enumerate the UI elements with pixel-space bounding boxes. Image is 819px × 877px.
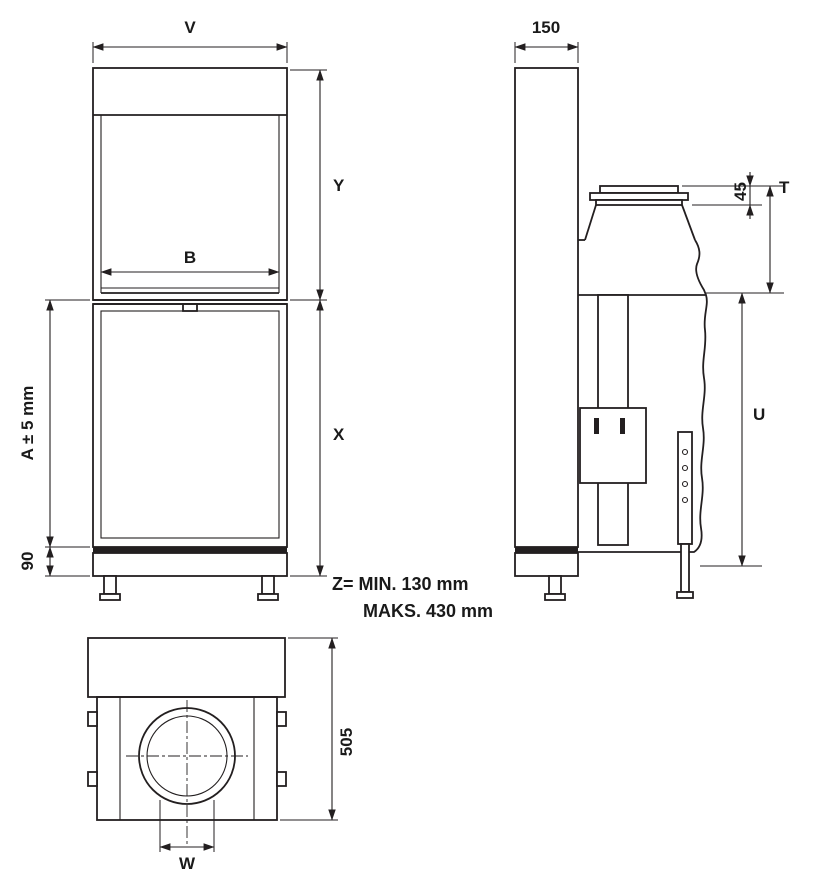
dim-label-45: 45 (731, 182, 750, 201)
plinth (92, 552, 288, 577)
bottom-front-band (87, 637, 286, 698)
bracket-foot (676, 591, 694, 599)
tab-right-lower (276, 771, 287, 787)
front-left-foot (99, 593, 121, 601)
side-leg (548, 575, 562, 595)
note-z-line2: MAKS. 430 mm (363, 601, 493, 621)
dim-label-w: W (179, 854, 196, 873)
front-view (92, 67, 288, 601)
front-right-foot (257, 593, 279, 601)
mounting-bracket (677, 431, 693, 545)
tab-left-upper (87, 711, 98, 727)
note-z-line1: Z= MIN. 130 mm (332, 574, 469, 594)
dim-label-x: X (333, 425, 345, 444)
tab-left-lower (87, 771, 98, 787)
flue-collar-ring (595, 199, 683, 206)
side-back-panel (514, 67, 579, 548)
dim-label-b: B (184, 248, 196, 267)
side-dimensions: 150 45 T U (514, 18, 790, 567)
dim-label-y: Y (333, 176, 345, 195)
base-bar (93, 547, 287, 553)
dim-label-90: 90 (18, 552, 37, 571)
bottom-view (87, 637, 287, 846)
bottom-dimensions: W 505 (159, 637, 356, 873)
flue-plate-top (599, 185, 679, 194)
dim-label-v: V (184, 18, 196, 37)
side-foot (544, 593, 566, 601)
dim-label-u: U (753, 405, 765, 424)
side-plinth (514, 552, 579, 577)
side-view (514, 67, 708, 601)
flue-plate-wide (589, 192, 689, 201)
bracket-leg (680, 543, 690, 593)
front-right-leg (261, 575, 275, 595)
front-dimensions: V Y B X A ± 5 mm 90 Z= MIN. 130 mm MAKS.… (18, 18, 493, 621)
latch-tab (182, 303, 198, 312)
front-left-leg (103, 575, 117, 595)
dim-label-t: T (779, 178, 790, 197)
body-contour (578, 239, 708, 553)
front-lower-box (92, 303, 288, 548)
tab-right-upper (276, 711, 287, 727)
dim-label-150: 150 (532, 18, 560, 37)
control-box (579, 407, 647, 484)
dim-label-a: A ± 5 mm (18, 386, 37, 461)
dim-label-505: 505 (337, 728, 356, 756)
